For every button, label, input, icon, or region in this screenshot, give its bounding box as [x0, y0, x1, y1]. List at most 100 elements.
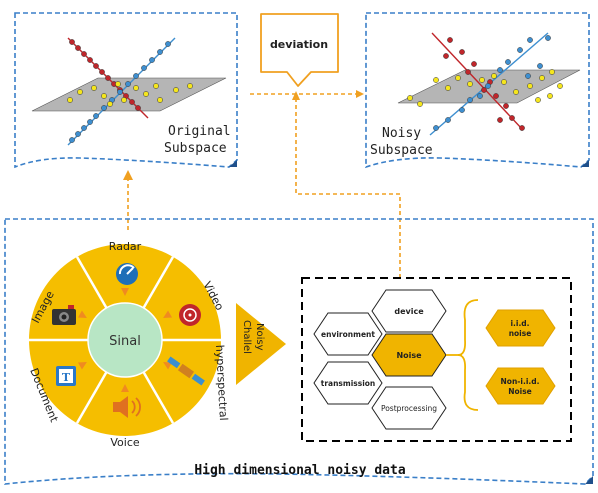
yellow-point — [539, 75, 545, 81]
red-point — [135, 105, 141, 111]
blue-point — [101, 105, 107, 111]
blue-point — [433, 125, 439, 131]
blue-point — [527, 37, 533, 43]
noisy-label-line1: Noisy — [382, 126, 421, 141]
yellow-point — [549, 69, 555, 75]
red-point — [81, 51, 87, 57]
blue-point — [81, 125, 87, 131]
blue-point — [537, 63, 543, 69]
yellow-point — [153, 83, 159, 89]
red-point — [129, 99, 135, 105]
signal-wheel: Sinal T — [27, 240, 230, 449]
segment-label-radar: Radar — [109, 240, 142, 253]
environment-label: environment — [321, 330, 375, 339]
red-point — [497, 117, 503, 123]
satellite-icon — [167, 356, 205, 386]
original-plane — [31, 77, 227, 112]
yellow-point — [101, 93, 107, 99]
noisy-label-line2: Subspace — [370, 143, 433, 158]
blue-point — [485, 83, 491, 89]
red-point — [481, 87, 487, 93]
blue-point — [525, 73, 531, 79]
hex-noniid — [485, 367, 556, 405]
speaker-icon — [113, 396, 141, 418]
yellow-point — [77, 89, 83, 95]
wheel-arrow — [163, 362, 173, 370]
camera-icon — [52, 305, 76, 325]
iid-label-line2: noise — [509, 329, 532, 338]
red-point — [105, 75, 111, 81]
bottom-panel-frame — [4, 218, 594, 485]
red-point — [471, 61, 477, 67]
original-label-line2: Subspace — [164, 141, 227, 156]
red-point — [75, 45, 81, 51]
blue-point — [117, 89, 123, 95]
deviation-label: deviation — [270, 38, 328, 51]
blue-point — [545, 35, 551, 41]
wheel-arrow — [163, 310, 173, 318]
blue-point — [149, 57, 155, 63]
yellow-point — [547, 93, 553, 99]
yellow-point — [433, 77, 439, 83]
red-point — [509, 115, 515, 121]
blue-point — [157, 49, 163, 55]
iid-label-line1: i.i.d. — [510, 319, 529, 328]
yellow-point — [513, 89, 519, 95]
channel-label-line2: Challel — [241, 320, 252, 354]
postprocessing-label: Postprocessing — [381, 404, 437, 413]
hex-device — [371, 289, 447, 333]
red-point — [93, 63, 99, 69]
wheel-arrow — [121, 384, 129, 392]
red-point — [443, 53, 449, 59]
noisy-subspace-panel: Noisy Subspace — [365, 12, 590, 169]
hex-transmission — [313, 361, 383, 405]
segment-label-voice: Voice — [110, 436, 140, 449]
yellow-point — [445, 85, 451, 91]
wheel-divider — [75, 371, 108, 424]
svg-text:T: T — [62, 371, 71, 384]
yellow-point — [535, 97, 541, 103]
noise-label: Noise — [396, 351, 422, 360]
yellow-point — [121, 97, 127, 103]
noniid-label-line1: Non-i.i.d. — [501, 377, 540, 386]
red-point — [503, 103, 509, 109]
segment-label-hyperspectral: hyperspectral — [213, 344, 230, 420]
red-point — [459, 49, 465, 55]
hex-noise — [371, 333, 447, 377]
wheel-divider — [142, 256, 175, 309]
yellow-point — [467, 81, 473, 87]
yellow-point — [187, 83, 193, 89]
blue-point — [165, 41, 171, 47]
brace — [457, 299, 479, 411]
red-line-noisy — [431, 32, 524, 131]
yellow-point — [157, 97, 163, 103]
device-label: device — [394, 307, 424, 316]
hex-iid — [485, 309, 556, 347]
noisy-channel-arrow: Noisy Challel — [236, 303, 286, 385]
red-point — [465, 69, 471, 75]
transmission-label: transmission — [321, 379, 376, 388]
red-point — [99, 69, 105, 75]
original-subspace-panel: Original Subspace — [14, 12, 238, 169]
blue-point — [93, 113, 99, 119]
blue-point — [497, 67, 503, 73]
document-icon: T — [56, 366, 76, 386]
blue-point — [459, 107, 465, 113]
blue-point — [133, 73, 139, 79]
deviation-callout: deviation — [260, 13, 339, 87]
red-point — [519, 125, 525, 131]
noise-factors-box: device environment Noise transmission Po… — [301, 277, 572, 442]
blue-point — [141, 65, 147, 71]
blue-point — [445, 117, 451, 123]
wheel-arrow — [77, 362, 87, 370]
yellow-point — [91, 85, 97, 91]
wheel-center — [87, 302, 163, 378]
wheel-divider — [142, 371, 175, 424]
yellow-point — [501, 79, 507, 85]
original-points — [67, 39, 193, 143]
blue-point — [75, 131, 81, 137]
blue-point — [87, 119, 93, 125]
original-label-line1: Original — [168, 124, 231, 139]
red-point — [493, 93, 499, 99]
